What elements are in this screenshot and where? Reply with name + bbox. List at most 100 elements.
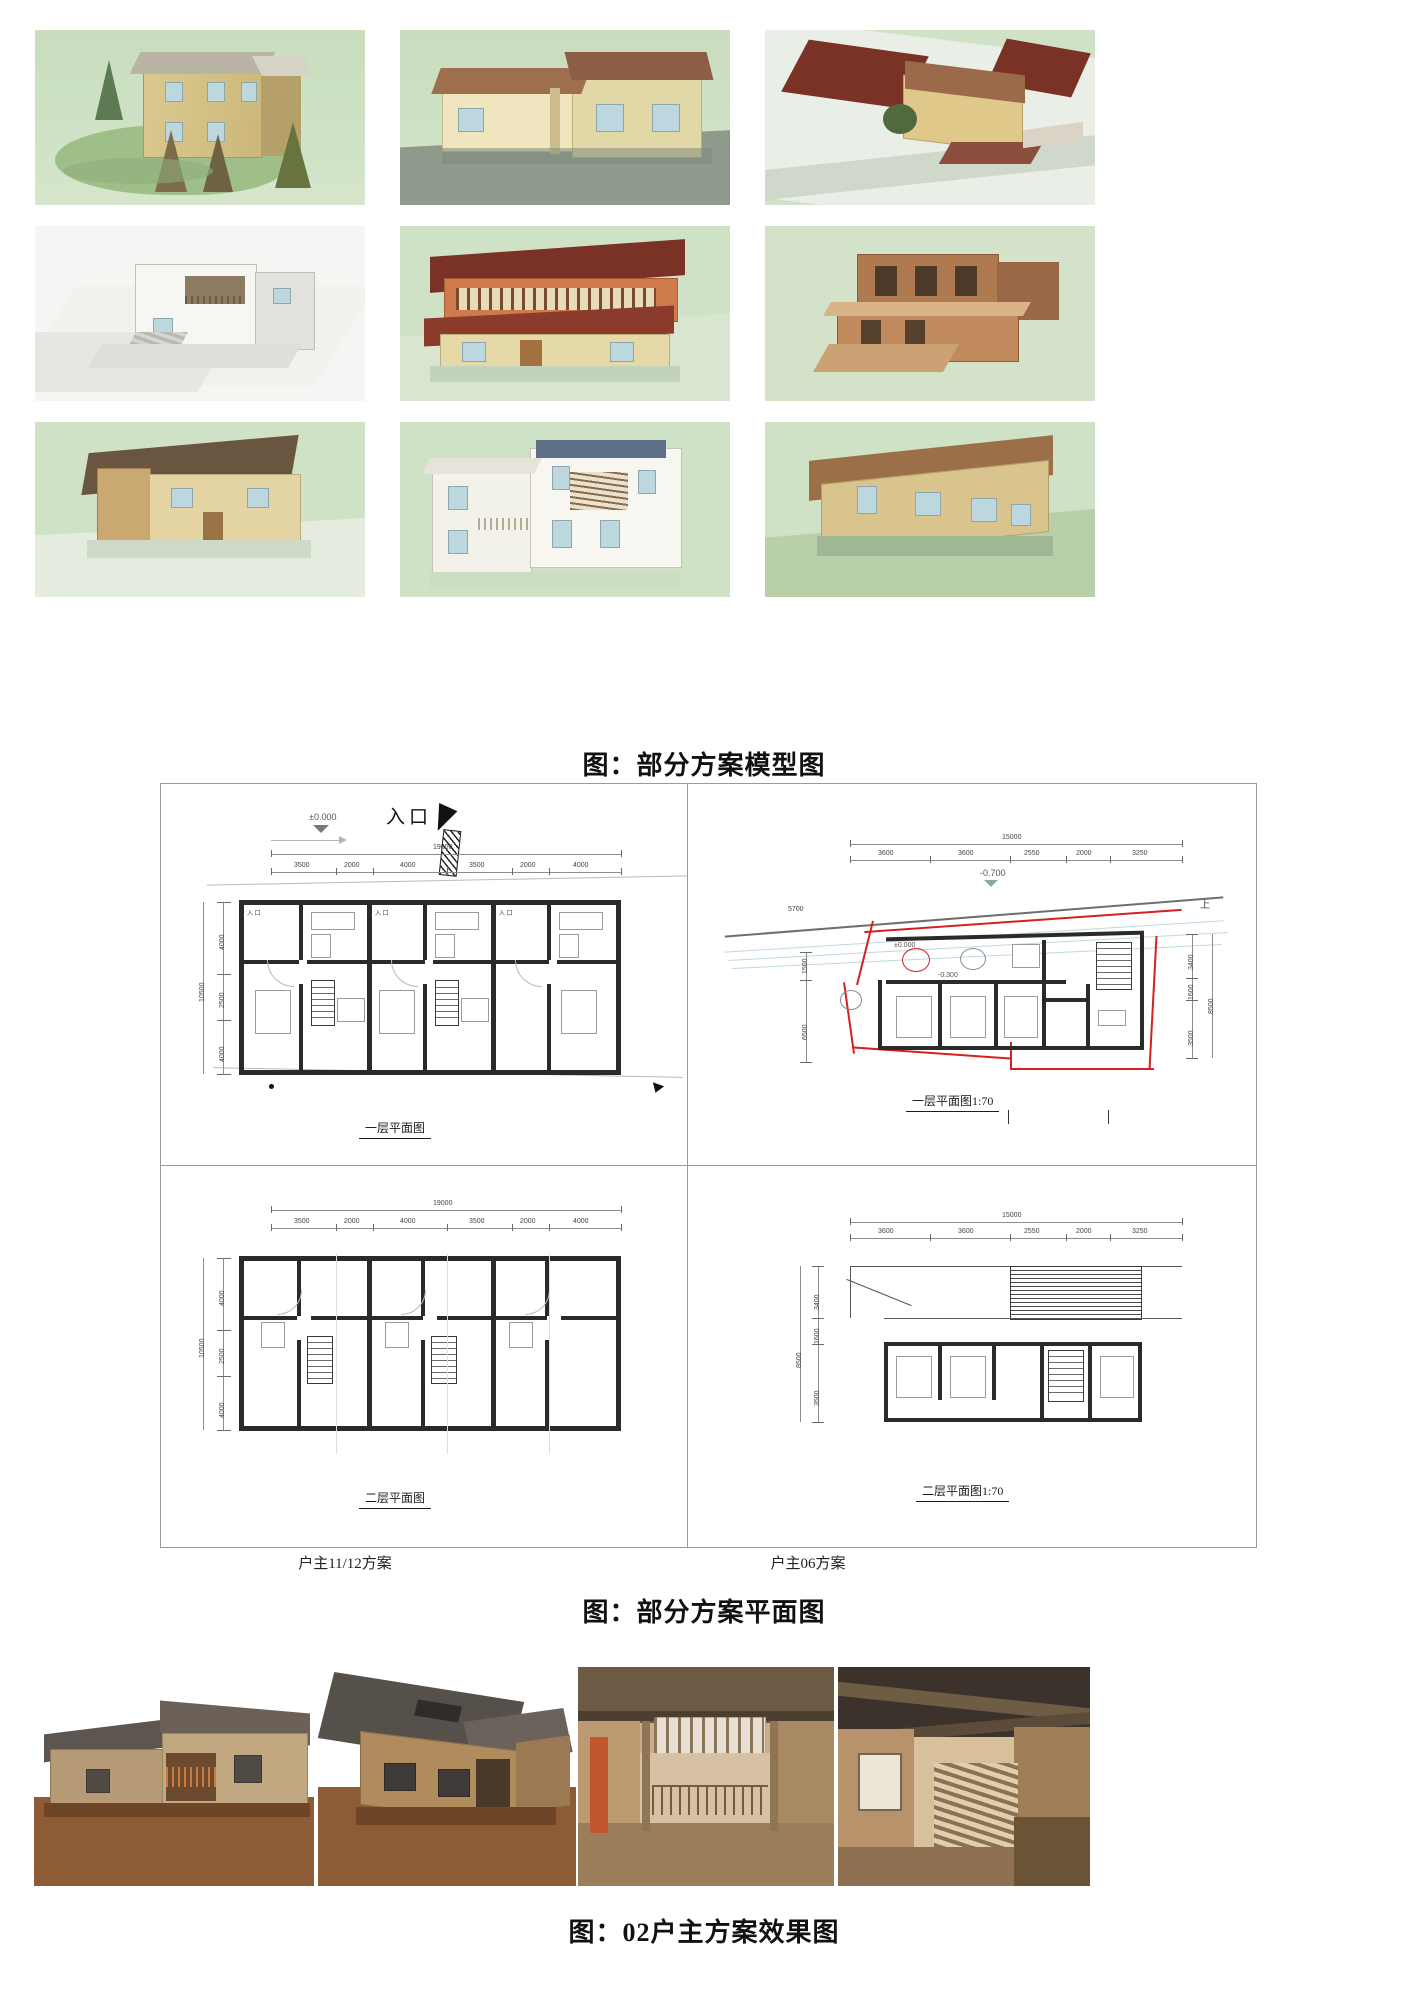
dim-line-total xyxy=(850,1222,1182,1223)
window xyxy=(86,1769,110,1793)
unit-entry-note: 入 口 xyxy=(247,911,261,917)
exterior-wall-left xyxy=(239,1256,244,1431)
dim-tick xyxy=(217,974,231,975)
dim-depth-2: 1600 xyxy=(814,1328,821,1344)
shadow xyxy=(430,366,680,382)
dim-line-right-total xyxy=(1212,934,1213,1058)
roof-plane xyxy=(431,68,591,94)
furniture-kitchen xyxy=(559,912,603,930)
model-thumb-6 xyxy=(765,226,1095,401)
furniture-bed xyxy=(896,996,932,1038)
dim-depth-1: 3400 xyxy=(814,1294,821,1310)
opening xyxy=(861,320,881,346)
dim-tick xyxy=(217,1020,231,1021)
render-4 xyxy=(838,1667,1090,1886)
furniture-bed xyxy=(561,990,597,1034)
dim-total-width: 19000 xyxy=(433,844,453,851)
window xyxy=(241,82,257,102)
column xyxy=(770,1721,778,1831)
party-wall xyxy=(367,1256,372,1431)
dim-seg-1: 3600 xyxy=(878,1228,894,1235)
shadow xyxy=(430,572,680,588)
interior-wall xyxy=(1040,1346,1044,1418)
dim-tick xyxy=(1110,856,1111,863)
exterior-wall-left xyxy=(884,1342,888,1422)
exterior-wall-right xyxy=(1138,1342,1142,1422)
interior-wall xyxy=(307,960,372,964)
dim-tick xyxy=(217,1430,231,1431)
dim-tick xyxy=(1186,934,1198,935)
furniture-bed xyxy=(255,990,291,1034)
dim-line-segments xyxy=(271,1228,621,1229)
railing xyxy=(185,296,245,304)
unit-entry-note: 入 口 xyxy=(375,911,389,917)
interior-wall xyxy=(994,984,998,1046)
dim-line-segments xyxy=(850,1238,1182,1239)
yard-circle xyxy=(902,948,930,972)
interior-wall xyxy=(938,1346,942,1400)
furniture-bath xyxy=(311,934,331,958)
dim-line-left xyxy=(806,952,807,1062)
dim-tick xyxy=(850,1234,851,1241)
dim-depth-2: 2500 xyxy=(219,992,226,1008)
opening-dark xyxy=(476,1759,510,1809)
interior-wall xyxy=(557,960,621,964)
entry-ramp-hatch xyxy=(438,829,462,877)
caption-models: 图：部分方案模型图 xyxy=(582,751,826,780)
interior-stair xyxy=(570,472,628,510)
model-thumb-9 xyxy=(765,422,1095,597)
level-mark-zero: ±0.000 xyxy=(309,812,337,822)
dim-tick xyxy=(1182,1234,1183,1241)
render-2 xyxy=(318,1667,576,1886)
dim-seg-4: 3500 xyxy=(469,1218,485,1225)
balcony-rail xyxy=(456,288,656,310)
plan-title-right-floor1: 一层平面图1:70 xyxy=(906,1092,1000,1112)
scheme-label-left: 户主11/12方案 xyxy=(298,1556,392,1572)
dim-seg-1: 3600 xyxy=(878,850,894,857)
yard-circle-small xyxy=(840,990,862,1010)
building-body-right xyxy=(572,78,702,158)
dim-depth-total: 8500 xyxy=(796,1352,803,1368)
window xyxy=(448,530,468,554)
shadow xyxy=(88,344,302,368)
furniture-bath xyxy=(385,1322,409,1348)
dim-tick xyxy=(336,868,337,875)
exterior-wall-bottom xyxy=(239,1426,621,1431)
tree-conifer xyxy=(275,122,311,188)
interior-wall xyxy=(423,900,427,960)
terrain-contour xyxy=(207,875,687,886)
section-marker xyxy=(1108,1110,1109,1124)
interior-wall xyxy=(437,1316,496,1320)
plan-title-left-floor1: 一层平面图 xyxy=(359,1119,432,1139)
dim-total-width: 19000 xyxy=(433,1200,453,1207)
dim-seg-4: 2000 xyxy=(1076,850,1092,857)
dim-line-segments xyxy=(271,872,621,873)
window xyxy=(596,104,624,132)
beam xyxy=(578,1711,834,1721)
plan-title-right-floor2: 二层平面图1:70 xyxy=(916,1482,1010,1502)
accent-panel xyxy=(590,1737,608,1833)
model-thumb-2 xyxy=(400,30,730,205)
dim-tick xyxy=(800,952,812,953)
window xyxy=(458,108,484,132)
dim-tick xyxy=(447,1224,448,1231)
building-body-right xyxy=(255,272,315,350)
model-thumb-4 xyxy=(35,226,365,401)
dim-tick xyxy=(621,850,622,857)
site-boundary xyxy=(1148,936,1158,1070)
dim-seg-4: 3500 xyxy=(469,862,485,869)
dim-tick xyxy=(1066,1234,1067,1241)
furniture-bath xyxy=(435,934,455,958)
dim-tick xyxy=(800,1062,812,1063)
dim-tick xyxy=(930,1234,931,1241)
furniture-bath xyxy=(261,1322,285,1348)
interior-wall xyxy=(547,900,551,960)
tree-shrub xyxy=(883,104,917,134)
slab-plane xyxy=(822,302,1032,316)
dim-seg-3: 2550 xyxy=(1024,1228,1040,1235)
dim-line-depth-seg xyxy=(223,1258,224,1430)
dim-seg-6: 4000 xyxy=(573,1218,589,1225)
roof-terrace xyxy=(536,440,666,458)
dim-tick xyxy=(1110,1234,1111,1241)
